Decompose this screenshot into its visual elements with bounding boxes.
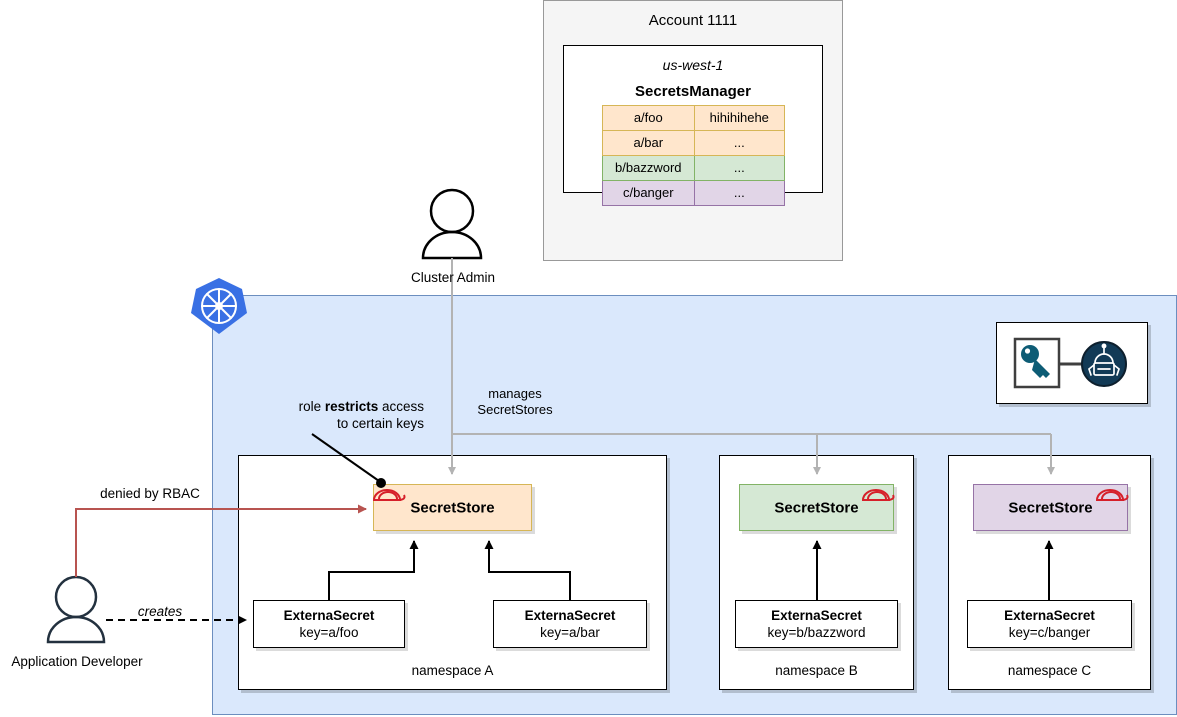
namespace-c-label: namespace C: [1007, 663, 1092, 678]
secrets-table-row: b/bazzword...: [602, 155, 786, 181]
external-secrets-operator-logo: [996, 322, 1148, 404]
denied-by-rbac-label: denied by RBAC: [100, 486, 200, 501]
role-note-post: access: [378, 399, 424, 414]
namespace-a-label: namespace A: [411, 663, 494, 678]
app-developer-icon: [46, 575, 106, 644]
creates-label: creates: [137, 604, 183, 619]
helm-icon: [370, 479, 408, 507]
externalsecret-key: key=b/bazzword: [767, 625, 866, 640]
secret-key-cell: b/bazzword: [602, 155, 695, 181]
region-label: us-west-1: [662, 57, 724, 73]
secret-key-cell: a/bar: [602, 130, 695, 156]
helm-icon: [1093, 479, 1131, 507]
externalsecret-key: key=c/banger: [1008, 625, 1091, 640]
secretstore-b-label: SecretStore: [774, 499, 859, 516]
role-restricts-note: role restricts access to certain keys: [228, 398, 424, 432]
secretstore-a-label: SecretStore: [410, 499, 495, 516]
cluster-admin-icon: [421, 188, 483, 260]
externalsecret-title: ExternaSecret: [283, 608, 375, 623]
helm-icon: [859, 479, 897, 507]
secret-key-cell: a/foo: [602, 105, 695, 131]
secrets-table-row: c/banger...: [602, 180, 786, 206]
secretstore-c-label: SecretStore: [1008, 499, 1093, 516]
role-note-bold: restricts: [324, 399, 379, 414]
account-title: Account 1111: [648, 12, 738, 29]
manages-secretstores-note: manages SecretStores: [455, 386, 575, 418]
secretstore-c[interactable]: SecretStore: [973, 484, 1129, 531]
namespace-b-label: namespace B: [775, 663, 858, 678]
kubernetes-logo: [188, 275, 250, 337]
externalsecret-title: ExternaSecret: [1004, 608, 1095, 623]
role-note-pre: role: [298, 399, 325, 414]
externalsecret-title: ExternaSecret: [771, 608, 862, 623]
secret-value-cell: ...: [693, 180, 786, 206]
secretstore-b[interactable]: SecretStore: [739, 484, 895, 531]
manages-line1: manages: [488, 386, 542, 401]
externalsecret-a-foo[interactable]: ExternaSecret key=a/foo: [253, 600, 405, 648]
secrets-table-row: a/bar...: [602, 130, 786, 156]
externalsecret-a-bar[interactable]: ExternaSecret key=a/bar: [493, 600, 647, 648]
externalsecret-key: key=a/foo: [299, 625, 359, 640]
externalsecret-b-bazzword[interactable]: ExternaSecret key=b/bazzword: [735, 600, 898, 648]
secrets-manager-label: SecretsManager: [635, 83, 751, 100]
secret-value-cell: ...: [693, 130, 786, 156]
secret-value-cell: ...: [693, 155, 786, 181]
externalsecret-key: key=a/bar: [540, 625, 600, 640]
secret-value-cell: hihihihehe: [693, 105, 786, 131]
externalsecret-c-banger[interactable]: ExternaSecret key=c/banger: [967, 600, 1132, 648]
secret-key-cell: c/banger: [602, 180, 695, 206]
role-note-line2: to certain keys: [336, 416, 424, 431]
manages-line2: SecretStores: [477, 402, 553, 417]
app-developer-label: Application Developer: [11, 654, 143, 669]
externalsecret-title: ExternaSecret: [524, 608, 616, 623]
cluster-admin-label: Cluster Admin: [410, 270, 496, 285]
secretstore-a[interactable]: SecretStore: [372, 484, 532, 531]
